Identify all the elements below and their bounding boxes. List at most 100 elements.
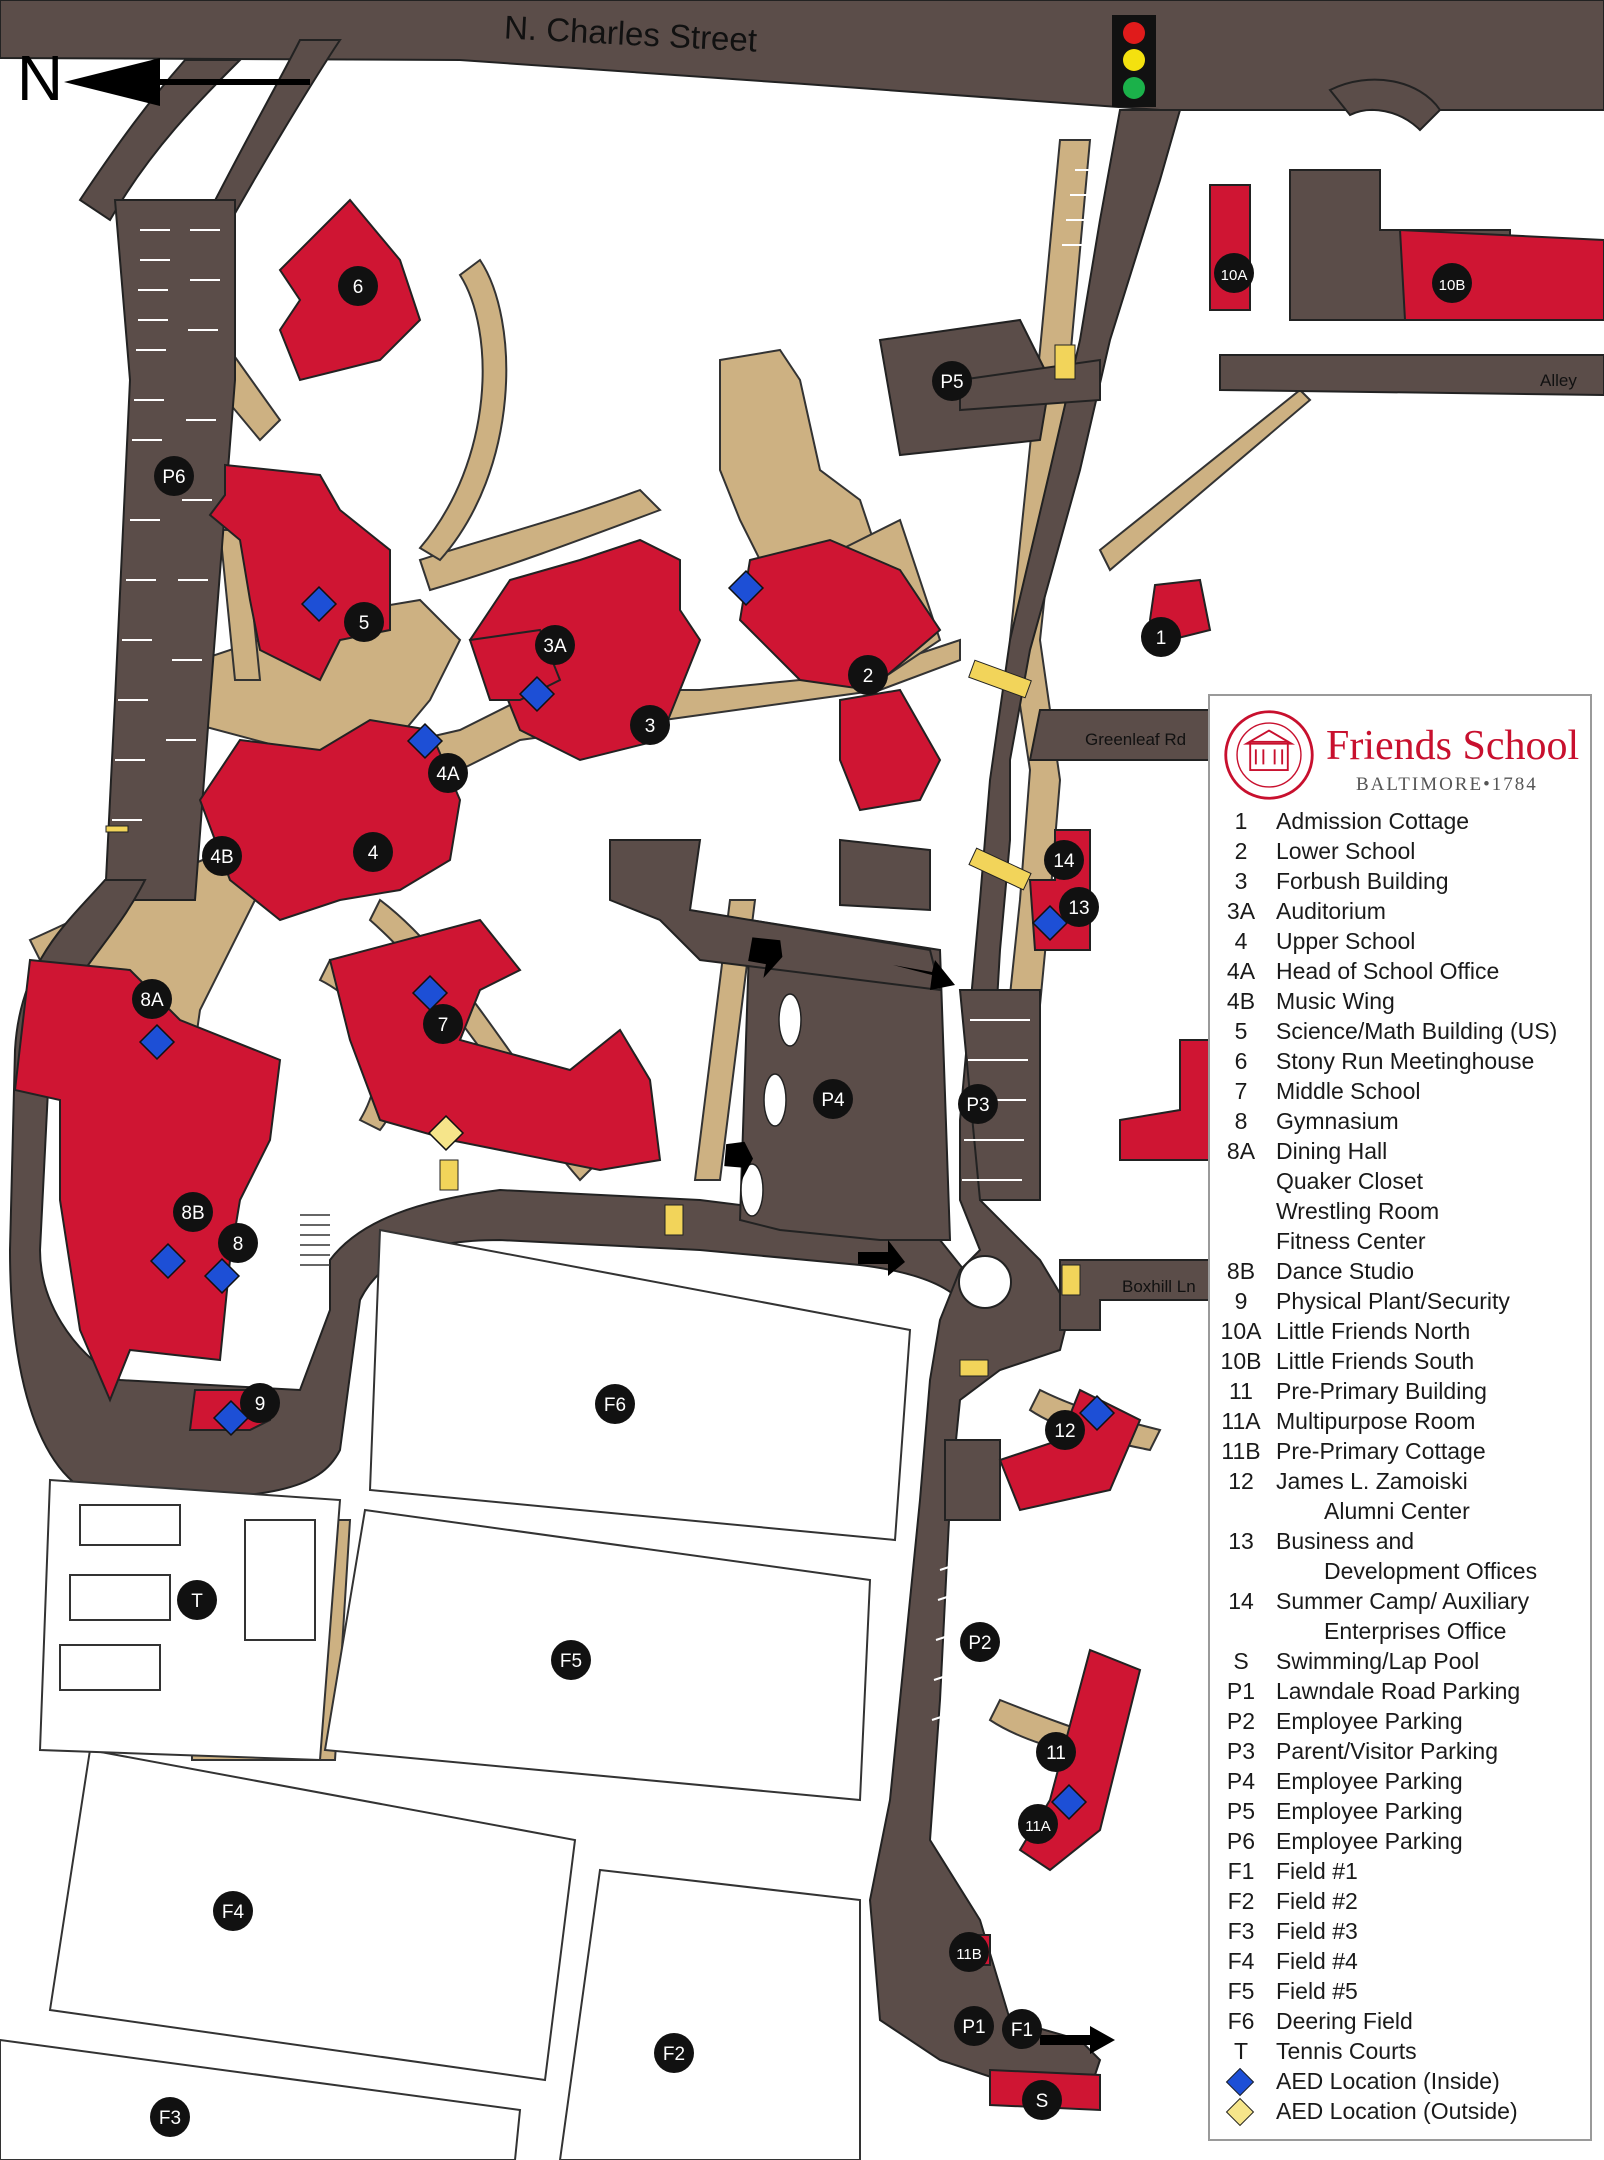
marker-4: 4: [353, 832, 393, 872]
legend-key: 6: [1234, 1048, 1248, 1074]
marker-circle: [154, 456, 194, 496]
marker-label: P4: [821, 1090, 845, 1111]
marker-label: 13: [1068, 898, 1089, 919]
marker-label: 4: [368, 843, 379, 864]
legend-label: Little Friends South: [1276, 1348, 1475, 1374]
alley: [1219, 354, 1604, 397]
legend-label: Employee Parking: [1276, 1828, 1463, 1854]
legend-label: Field #5: [1276, 1978, 1358, 2004]
marker-label: P5: [940, 372, 963, 393]
aed-markers: [138, 569, 1116, 1821]
marker-circle: [1059, 887, 1099, 927]
field-f4: [48, 1748, 577, 2082]
marker-11b: 11B: [949, 1932, 989, 1972]
marker-p2: P2: [960, 1622, 1000, 1662]
legend-key: 13: [1228, 1528, 1254, 1554]
legend-label: Lower School: [1276, 838, 1416, 864]
field-f3: [0, 2038, 522, 2160]
marker-circle: [1141, 617, 1181, 657]
parking-stalls: [112, 169, 1100, 1721]
north-arrow: N: [17, 42, 310, 114]
legend-key: P4: [1226, 1768, 1256, 1794]
legend-key: F4: [1227, 1948, 1255, 1974]
marker-13: 13: [1059, 887, 1099, 927]
marker-label: 2: [863, 666, 874, 687]
legend-label: Employee Parking: [1276, 1768, 1463, 1794]
marker-label: F3: [159, 2108, 181, 2129]
legend-item: Development Offices: [1216, 1556, 1588, 1586]
marker-circle: [1044, 840, 1084, 880]
legend-label: Upper School: [1276, 928, 1416, 954]
legend-item: Fitness Center: [1216, 1226, 1588, 1256]
marker-circle: [551, 1640, 591, 1680]
location-markers: 1233A44A4B56788A8B910A10B1111A11B121314S…: [132, 253, 1472, 2137]
marker-circle: [423, 1004, 463, 1044]
legend-key: F6: [1227, 2008, 1255, 2034]
legend-label: Wrestling Room: [1276, 1198, 1440, 1224]
legend-label: Stony Run Meetinghouse: [1276, 1048, 1535, 1074]
fields: [0, 1228, 912, 2160]
marker-2: 2: [848, 655, 888, 695]
marker-circle: [535, 625, 575, 665]
marker-circle: [1002, 2009, 1042, 2049]
marker-label: 11B: [956, 1946, 982, 1963]
legend-key: P6: [1226, 1828, 1256, 1854]
legend-item: AED Location (Outside): [1216, 2096, 1588, 2127]
parking-islands: [740, 993, 802, 1217]
legend-key: 5: [1234, 1018, 1248, 1044]
marker-circle: [1045, 1410, 1085, 1450]
roundabout-island: [958, 1255, 1012, 1309]
legend-key: 12: [1228, 1468, 1254, 1494]
legend-label: Head of School Office: [1276, 958, 1500, 984]
marker-4a: 4A: [428, 753, 468, 793]
marker-circle: [1214, 253, 1254, 293]
service-lot: [839, 838, 931, 912]
legend-key: 4B: [1226, 988, 1256, 1014]
marker-label: 3A: [543, 636, 567, 657]
legend-label: Field #3: [1276, 1918, 1358, 1944]
marker-5: 5: [344, 602, 384, 642]
legend-key: 11B: [1221, 1438, 1261, 1464]
marker-p4: P4: [813, 1079, 853, 1119]
street-label-greenleaf: Greenleaf Rd: [1085, 730, 1186, 749]
legend-label: Forbush Building: [1276, 868, 1449, 894]
aed-inside-icon: [411, 974, 449, 1012]
marker-circle: [960, 1622, 1000, 1662]
marker-label: P2: [968, 1633, 991, 1654]
aed-inside-icon: [203, 1257, 241, 1295]
marker-label: 4A: [436, 764, 460, 785]
marker-label: 9: [255, 1394, 266, 1415]
marker-label: F1: [1011, 2020, 1033, 2041]
aed-inside-icon: [518, 675, 556, 713]
legend-key: 7: [1234, 1078, 1248, 1104]
marker-circle: [213, 1891, 253, 1931]
marker-circle: [353, 832, 393, 872]
marker-label: 3: [645, 716, 656, 737]
legend-item: Enterprises Office: [1216, 1616, 1588, 1646]
legend-item: P4 Employee Parking: [1216, 1766, 1588, 1796]
field-f5: [323, 1508, 872, 1802]
legend-label: Little Friends North: [1276, 1318, 1471, 1344]
traffic-light-green: [1123, 77, 1145, 99]
aed-inside-icon: [727, 569, 765, 607]
legend-key: 3A: [1226, 898, 1256, 924]
legend-key: F1: [1227, 1858, 1255, 1884]
aed-inside-icon: [138, 1023, 176, 1061]
legend-key: 10B: [1220, 1348, 1262, 1374]
marker-f3: F3: [150, 2097, 190, 2137]
street-label-alley: Alley: [1540, 371, 1577, 390]
marker-8b: 8B: [173, 1192, 213, 1232]
